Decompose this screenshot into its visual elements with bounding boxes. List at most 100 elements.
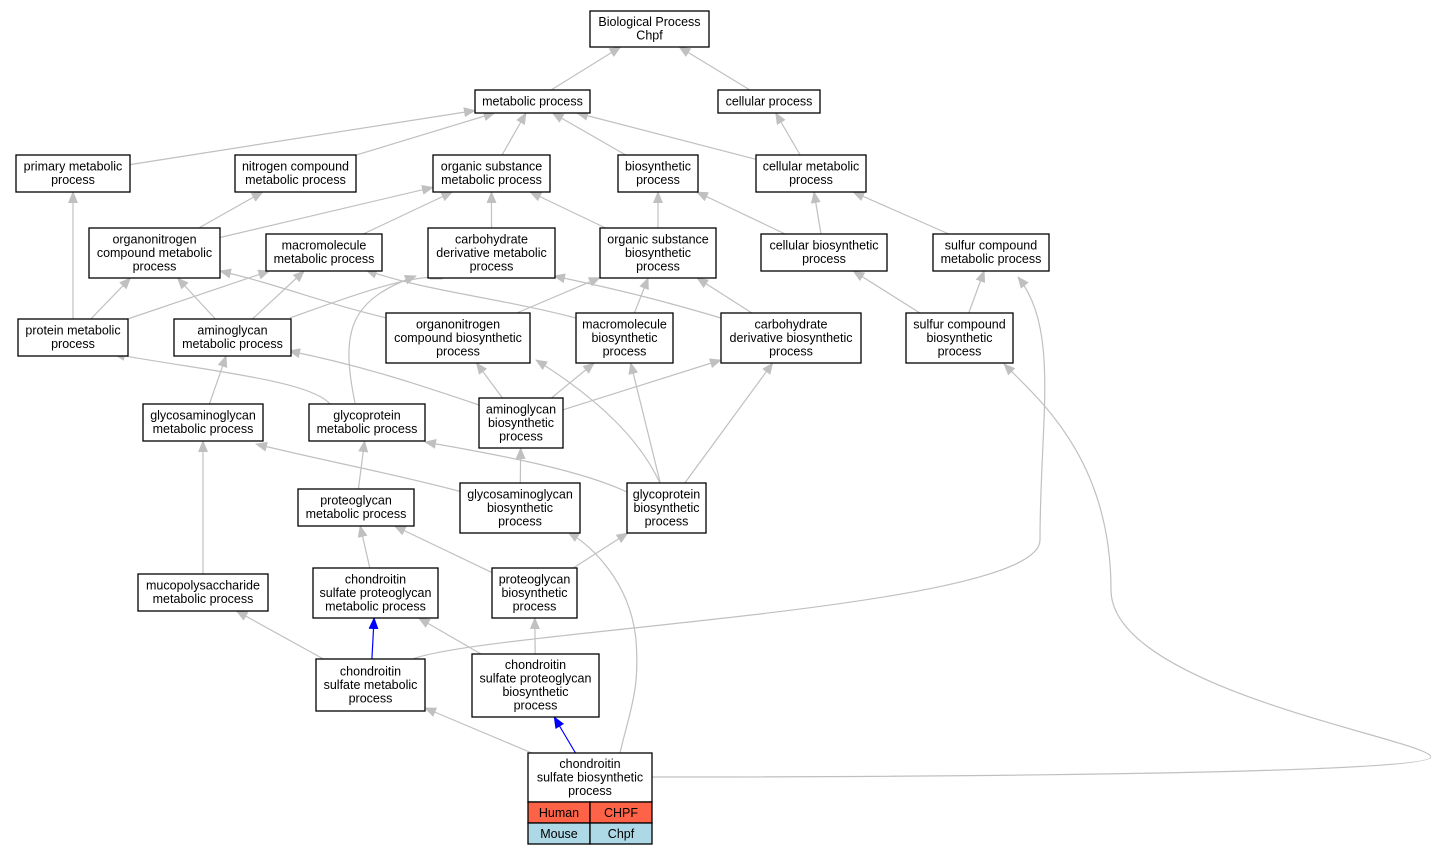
node-label-line: process: [513, 599, 557, 613]
node-label-line: biosynthetic: [926, 331, 992, 345]
node-label-line: process: [436, 344, 480, 358]
node-label-line: process: [133, 259, 177, 273]
node-box: [17, 318, 129, 357]
node-label-line: sulfate metabolic: [324, 678, 418, 692]
node-label-line: sulfur compound: [913, 317, 1005, 331]
node-label-line: metabolic process: [482, 94, 583, 108]
node-label-line: aminoglycan: [486, 402, 556, 416]
node-label-line: glycoprotein: [333, 409, 400, 423]
node-box: [265, 233, 383, 272]
node-label-line: compound biosynthetic: [394, 331, 522, 345]
node-box: [315, 658, 426, 712]
edge-biosyn-to-metabolic: [551, 112, 627, 156]
node-label-line: carbohydrate: [455, 232, 528, 246]
node-label-line: cellular metabolic: [763, 160, 860, 174]
edge-pgmet-to-glycomet: [357, 440, 369, 490]
gene-table-gene-label: Chpf: [608, 827, 635, 841]
edge-pgbio-to-glycobio: [572, 532, 629, 569]
edge-aminobio-to-aminomet: [288, 348, 480, 406]
node-box: [717, 89, 821, 114]
node-label-line: process: [51, 337, 95, 351]
edge-sulfurbio-to-sulfurmet: [968, 270, 986, 314]
gene-table-species-label: Mouse: [540, 827, 578, 841]
node-box: [617, 154, 699, 193]
edge-cellmet-to-metabolic: [576, 110, 757, 160]
node-label-line: process: [769, 344, 813, 358]
edge-carbderbio-to-orgsubbio: [696, 277, 753, 314]
edge-macromol-to-orgsub: [362, 191, 454, 235]
node-label-line: organic substance: [607, 232, 709, 246]
node-label-line: biosynthetic: [488, 416, 554, 430]
node-label-line: nitrogen compound: [242, 160, 349, 174]
node-label-line: process: [470, 259, 514, 273]
gene-table-species-cell: Human: [527, 801, 591, 824]
edge-csmet-to-mucopoly: [235, 610, 324, 660]
node-box: [491, 567, 578, 619]
node-box: [599, 227, 717, 279]
node-label-line: biosynthetic: [625, 246, 691, 260]
node-label-line: metabolic process: [306, 507, 407, 521]
node-label-line: metabolic process: [941, 252, 1042, 266]
node-label-line: organonitrogen: [112, 232, 196, 246]
node-label-line: process: [645, 514, 689, 528]
node-label-line: macromolecule: [582, 317, 667, 331]
node-box: [755, 154, 867, 193]
node-label-line: biosynthetic: [633, 501, 699, 515]
node-box: [297, 488, 415, 527]
go-term-node-metabolic[interactable]: metabolic process: [474, 89, 591, 114]
node-label-line: sulfate proteoglycan: [480, 672, 592, 686]
edge-orgnitro-to-orgsub: [219, 184, 434, 239]
edge-cellular-to-bp: [678, 46, 751, 91]
node-label-line: metabolic process: [441, 173, 542, 187]
go-term-node-cellular[interactable]: cellular process: [717, 89, 821, 114]
edge-sulfurbio-to-cellbio: [852, 270, 921, 314]
node-label-line: metabolic process: [245, 173, 346, 187]
node-label-line: cellular process: [726, 94, 813, 108]
edge-cellbio-to-cellmet: [810, 191, 822, 235]
edge-glycobio-to-orgnitrobio: [535, 359, 661, 484]
edge-macrobio-to-orgsubbio: [633, 277, 649, 314]
node-label-line: Chpf: [636, 29, 663, 43]
edge-glycobio-to-carbderbio: [684, 362, 774, 484]
node-label-line: biosynthetic: [487, 501, 553, 515]
node-label-line: macromolecule: [282, 239, 367, 253]
node-label-line: biosynthetic: [625, 160, 691, 174]
node-label-line: metabolic process: [325, 599, 426, 613]
node-label-line: Biological Process: [598, 15, 700, 29]
gene-table-gene-cell: CHPF: [589, 801, 653, 824]
node-label-line: derivative metabolic: [436, 246, 546, 260]
node-label-line: chondroitin: [340, 664, 401, 678]
